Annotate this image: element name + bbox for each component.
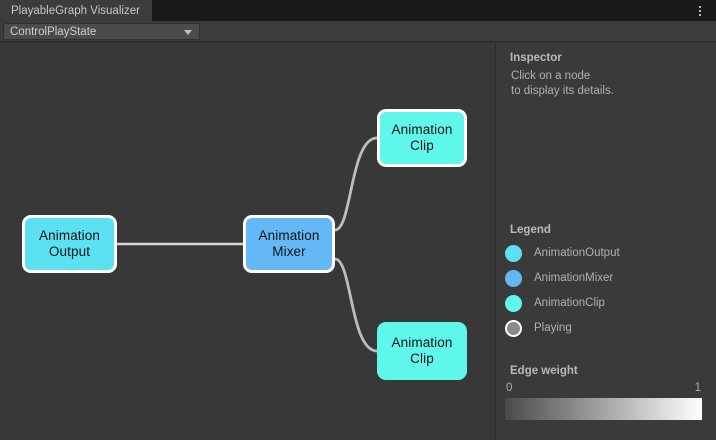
toolbar: ControlPlayState <box>0 21 716 42</box>
legend-label-playing: Playing <box>534 322 572 334</box>
graph-canvas[interactable]: Animation Output Animation Mixer Animati… <box>0 43 495 440</box>
graph-node-animation-clip-bottom[interactable]: Animation Clip <box>377 322 467 380</box>
legend-item-animationclip: AnimationClip <box>505 291 710 315</box>
kebab-dot <box>699 13 701 16</box>
graph-node-animation-clip-top[interactable]: Animation Clip <box>377 109 467 167</box>
legend-item-playing: Playing <box>505 316 710 340</box>
tab-label: PlayableGraph Visualizer <box>11 4 140 17</box>
chevron-down-icon <box>184 29 192 35</box>
graph-node-animation-output[interactable]: Animation Output <box>22 215 117 273</box>
legend-swatch-playing <box>505 319 522 337</box>
legend-item-animationmixer: AnimationMixer <box>505 266 710 290</box>
edge-weight-min-label: 0 <box>506 382 513 394</box>
graph-edges <box>115 136 379 353</box>
kebab-menu-icon[interactable] <box>693 3 707 18</box>
legend-swatch-animationoutput <box>505 244 522 262</box>
legend-label-animationmixer: AnimationMixer <box>534 272 614 284</box>
inspector-message: Click on a node to display its details. <box>511 70 614 97</box>
edge-clipbottom-to-mixer <box>333 257 379 353</box>
kebab-dot <box>699 9 701 12</box>
legend-label-animationoutput: AnimationOutput <box>534 247 620 259</box>
graph-node-animation-mixer[interactable]: Animation Mixer <box>243 215 335 273</box>
side-panel: Inspector Click on a node to display its… <box>495 43 716 440</box>
legend-item-animationoutput: AnimationOutput <box>505 241 710 265</box>
legend-swatch-animationmixer <box>505 269 522 287</box>
edge-weight-scale-labels: 0 1 <box>505 382 702 396</box>
graph-selector-dropdown[interactable]: ControlPlayState <box>3 23 200 40</box>
graph-selector-value: ControlPlayState <box>10 25 97 38</box>
edge-weight-gradient-bar <box>505 398 702 420</box>
edge-weight-title: Edge weight <box>510 365 578 377</box>
edge-cliptop-to-mixer <box>333 136 379 232</box>
legend-swatch-animationclip <box>505 294 522 312</box>
window-tab-bar: PlayableGraph Visualizer <box>0 0 716 21</box>
legend-title: Legend <box>510 224 551 236</box>
inspector-title: Inspector <box>510 52 562 64</box>
legend-label-animationclip: AnimationClip <box>534 297 605 309</box>
tab-playablegraph-visualizer[interactable]: PlayableGraph Visualizer <box>0 0 152 21</box>
edge-weight-max-label: 1 <box>694 382 701 394</box>
kebab-dot <box>699 5 701 8</box>
